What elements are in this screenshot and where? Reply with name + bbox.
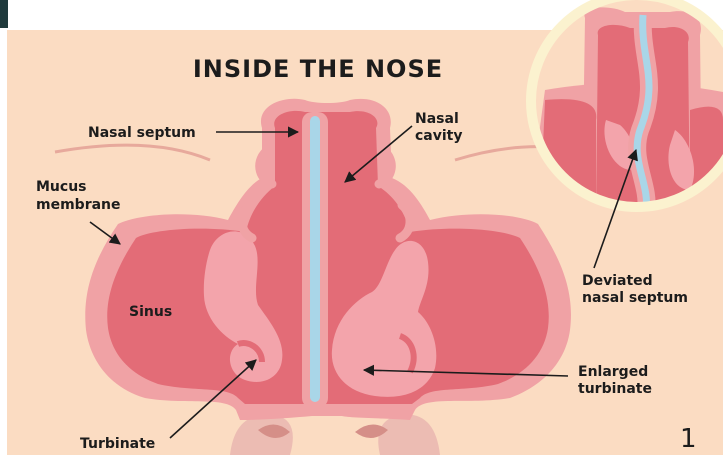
label-deviated-septum-line2: nasal septum (582, 290, 688, 306)
label-enlarged-turbinate-line1: Enlarged (578, 364, 648, 380)
corner-mark (0, 0, 8, 28)
label-mucus-membrane-line2: membrane (36, 197, 121, 213)
page-number: 1 (680, 424, 697, 454)
diagram-title: INSIDE THE NOSE (193, 55, 443, 83)
nasal-septum (310, 116, 320, 402)
label-mucus-membrane-line1: Mucus (36, 179, 87, 195)
label-enlarged-turbinate-line2: turbinate (578, 381, 652, 397)
label-nasal-cavity-line1: Nasal (415, 111, 459, 127)
label-turbinate: Turbinate (80, 436, 155, 452)
label-sinus: Sinus (129, 304, 172, 320)
label-nasal-septum: Nasal septum (88, 125, 196, 141)
label-deviated-septum-line1: Deviated (582, 273, 653, 289)
label-nasal-cavity-line2: cavity (415, 128, 463, 144)
